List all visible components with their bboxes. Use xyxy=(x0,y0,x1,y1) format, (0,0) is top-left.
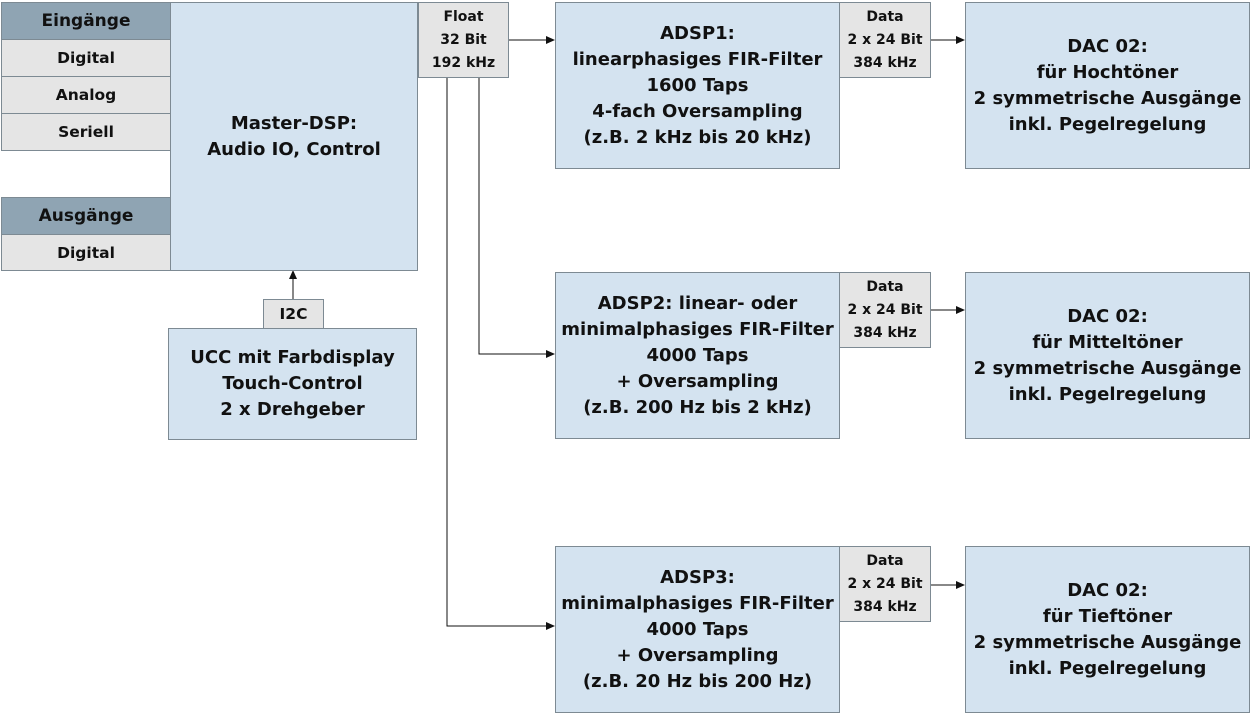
master-dsp-block: Master-DSP: Audio IO, Control xyxy=(170,2,418,271)
float-line-2: 32 Bit xyxy=(440,31,487,48)
ucc-line-3: 2 x Drehgeber xyxy=(220,399,365,420)
dac2-line-4: inkl. Pegelregelung xyxy=(1008,383,1207,405)
dac-woofer-block: DAC 02: für Tieftöner 2 symmetrische Aus… xyxy=(965,546,1250,713)
inputs-title: Eingänge xyxy=(41,11,131,31)
data3-line-1: Data xyxy=(866,552,904,569)
inputs-header: Eingänge xyxy=(1,2,171,40)
adsp1-line-4: 4-fach Oversampling xyxy=(592,100,803,122)
adsp3-block: ADSP3: minimalphasiges FIR-Filter 4000 T… xyxy=(555,546,840,713)
adsp2-block: ADSP2: linear- oder minimalphasiges FIR-… xyxy=(555,272,840,439)
i2c-label: I2C xyxy=(279,305,308,323)
adsp2-line-1: ADSP2: linear- oder xyxy=(597,292,798,314)
outputs-header: Ausgänge xyxy=(1,197,171,235)
dac-midrange-block: DAC 02: für Mitteltöner 2 symmetrische A… xyxy=(965,272,1250,439)
dac2-line-3: 2 symmetrische Ausgänge xyxy=(973,357,1242,379)
adsp1-line-1: ADSP1: xyxy=(660,22,735,44)
float-line-3: 192 kHz xyxy=(431,54,496,71)
master-line-2: Audio IO, Control xyxy=(207,138,381,160)
master-line-1: Master-DSP: xyxy=(230,112,358,134)
data2-line-2: 2 x 24 Bit xyxy=(847,301,923,318)
data3-line-2: 2 x 24 Bit xyxy=(847,575,923,592)
input-item-seriell: Seriell xyxy=(1,113,171,151)
dac1-line-4: inkl. Pegelregelung xyxy=(1008,113,1207,135)
dac-tweeter-block: DAC 02: für Hochtöner 2 symmetrische Aus… xyxy=(965,2,1250,169)
dac1-line-3: 2 symmetrische Ausgänge xyxy=(973,87,1242,109)
float-line-1: Float xyxy=(443,8,484,25)
dac1-line-2: für Hochtöner xyxy=(1036,61,1179,83)
arrow-float-to-adsp2 xyxy=(478,78,555,358)
adsp2-line-5: (z.B. 200 Hz bis 2 kHz) xyxy=(583,396,812,418)
adsp1-line-5: (z.B. 2 kHz bis 20 kHz) xyxy=(583,126,812,148)
data1-line-2: 2 x 24 Bit xyxy=(847,31,923,48)
dac1-line-1: DAC 02: xyxy=(1067,35,1148,57)
i2c-tag: I2C xyxy=(263,299,324,329)
dac3-line-2: für Tieftöner xyxy=(1042,605,1173,627)
ucc-block: UCC mit Farbdisplay Touch-Control 2 x Dr… xyxy=(168,328,417,440)
arrow-float-to-adsp3 xyxy=(446,78,555,630)
data-tag-3: Data 2 x 24 Bit 384 kHz xyxy=(839,546,931,622)
data1-line-1: Data xyxy=(866,8,904,25)
dac3-line-4: inkl. Pegelregelung xyxy=(1008,657,1207,679)
input-item-analog: Analog xyxy=(1,76,171,114)
data2-line-3: 384 kHz xyxy=(853,324,917,341)
ucc-line-1: UCC mit Farbdisplay xyxy=(190,347,395,368)
adsp2-line-4: + Oversampling xyxy=(616,370,779,392)
adsp1-line-3: 1600 Taps xyxy=(646,74,749,96)
dac2-line-2: für Mitteltöner xyxy=(1032,331,1183,353)
input-item-label: Digital xyxy=(57,49,115,67)
output-item-label: Digital xyxy=(57,243,115,262)
adsp1-block: ADSP1: linearphasiges FIR-Filter 1600 Ta… xyxy=(555,2,840,169)
adsp3-line-5: (z.B. 20 Hz bis 200 Hz) xyxy=(582,670,813,692)
data1-line-3: 384 kHz xyxy=(853,54,917,71)
data2-line-1: Data xyxy=(866,278,904,295)
ucc-line-2: Touch-Control xyxy=(222,373,363,394)
data3-line-3: 384 kHz xyxy=(853,598,917,615)
adsp3-line-3: 4000 Taps xyxy=(646,618,749,640)
output-item-digital: Digital xyxy=(1,234,171,271)
dac3-line-1: DAC 02: xyxy=(1067,579,1148,601)
adsp3-line-2: minimalphasiges FIR-Filter xyxy=(561,592,834,614)
adsp3-line-1: ADSP3: xyxy=(660,566,735,588)
adsp2-line-3: 4000 Taps xyxy=(646,344,749,366)
input-item-label: Analog xyxy=(55,86,117,104)
dac2-line-1: DAC 02: xyxy=(1067,305,1148,327)
adsp2-line-2: minimalphasiges FIR-Filter xyxy=(561,318,834,340)
dac3-line-3: 2 symmetrische Ausgänge xyxy=(973,631,1242,653)
data-tag-2: Data 2 x 24 Bit 384 kHz xyxy=(839,272,931,348)
data-tag-1: Data 2 x 24 Bit 384 kHz xyxy=(839,2,931,78)
input-item-digital: Digital xyxy=(1,39,171,77)
adsp3-line-4: + Oversampling xyxy=(616,644,779,666)
float-format-tag: Float 32 Bit 192 kHz xyxy=(418,2,509,78)
input-item-label: Seriell xyxy=(58,123,114,141)
outputs-title: Ausgänge xyxy=(38,206,134,226)
adsp1-line-2: linearphasiges FIR-Filter xyxy=(572,48,823,70)
